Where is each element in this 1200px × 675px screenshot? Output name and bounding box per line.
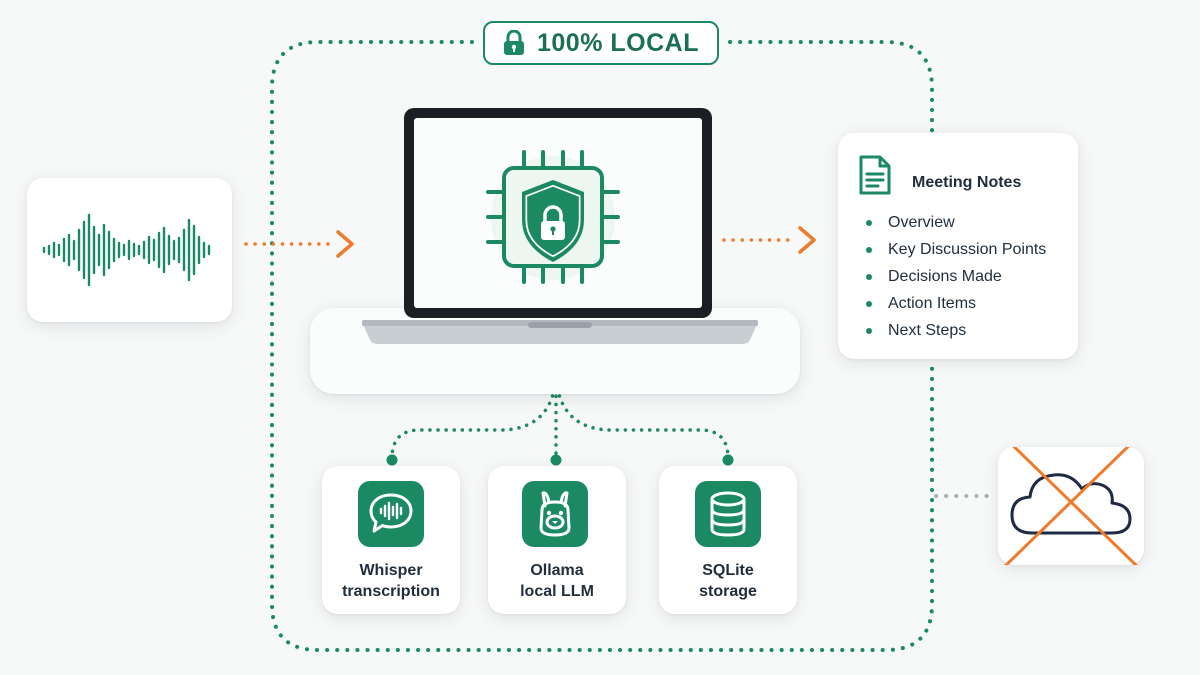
output-arrow	[722, 226, 816, 254]
document-icon	[859, 155, 891, 195]
notes-item-decisions-made: Decisions Made	[866, 263, 1046, 290]
local-boundary-top-right	[728, 40, 934, 140]
input-arrow	[244, 230, 354, 258]
llama-icon	[522, 481, 588, 547]
tool-label-whisper: Whisper transcription	[321, 560, 461, 602]
tool-label-ollama: Ollama local LLM	[487, 560, 627, 602]
notes-item-overview: Overview	[866, 209, 1046, 236]
audio-input-card	[27, 178, 232, 322]
chip-shield-lock-icon	[486, 150, 620, 284]
tool-name-ollama: Ollama	[530, 562, 584, 579]
audio-waveform-icon	[42, 213, 211, 287]
meeting-notes-card	[838, 133, 1078, 359]
notes-item-next-steps: Next Steps	[866, 317, 1046, 344]
database-icon	[695, 481, 761, 547]
tool-desc-ollama: local LLM	[520, 583, 594, 600]
local-badge: 100% LOCAL	[483, 21, 719, 65]
tool-name-whisper: Whisper	[359, 562, 423, 579]
tool-desc-whisper: transcription	[342, 583, 440, 600]
meeting-notes-list: Overview Key Discussion Points Decisions…	[866, 209, 1046, 344]
notes-item-key-discussion-points: Key Discussion Points	[866, 236, 1046, 263]
tool-label-sqlite: SQLite storage	[658, 560, 798, 602]
speech-bubble-waveform-icon	[358, 481, 424, 547]
cloud-card	[998, 447, 1144, 565]
local-badge-label: 100% LOCAL	[537, 28, 699, 57]
tool-name-sqlite: SQLite	[702, 562, 754, 579]
lock-icon	[504, 30, 524, 55]
cloud-crossed-out-icon	[1003, 447, 1139, 565]
tool-connectors	[390, 370, 730, 460]
tool-desc-sqlite: storage	[699, 583, 757, 600]
notes-item-action-items: Action Items	[866, 290, 1046, 317]
meeting-notes-title: Meeting Notes	[912, 174, 1022, 191]
